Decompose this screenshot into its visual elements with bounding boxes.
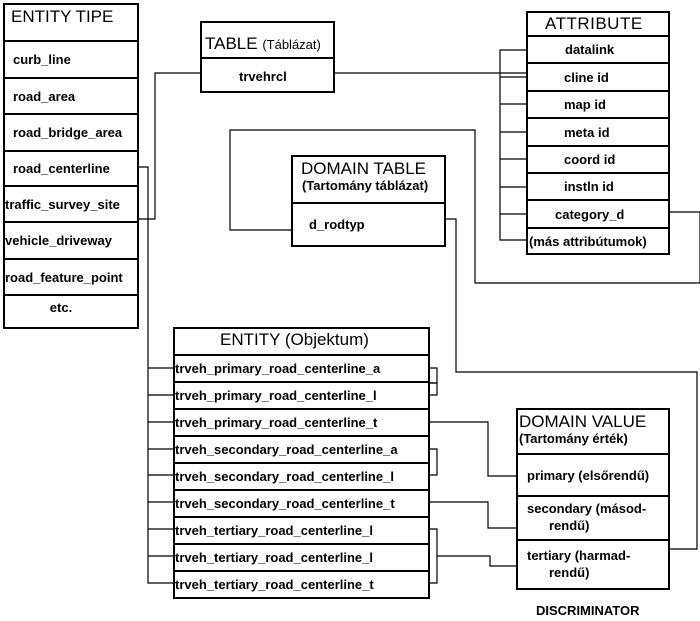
table-title-note: (Táblázat) xyxy=(262,37,321,52)
entity-type-item: road_centerline xyxy=(5,152,137,187)
attribute-item: instln id xyxy=(528,174,668,201)
domain-table-title-main: DOMAIN TABLE xyxy=(301,159,427,178)
attribute-item: cline id xyxy=(528,64,668,92)
entity-item: trveh_secondary_road_centerline_t xyxy=(175,491,428,518)
domain-value-title-note: (Tartomány érték) xyxy=(519,430,628,446)
attribute-box: ATTRIBUTE datalink cline id map id meta … xyxy=(526,11,670,255)
attribute-item: meta id xyxy=(528,119,668,147)
connector-domaintable-loop xyxy=(229,129,700,284)
entity-item: trveh_secondary_road_centerline_l xyxy=(175,464,428,491)
domain-value-line: primary (elsőrendű) xyxy=(527,467,650,483)
table-item: trvehrcl xyxy=(239,68,287,84)
attribute-item: (más attribútumok) xyxy=(529,234,647,249)
entity-type-title: ENTITY TIPE xyxy=(5,5,137,42)
entity-type-item: road_area xyxy=(5,79,137,115)
entity-item: trveh_tertiary_road_centerline_l xyxy=(175,518,428,545)
entity-item: trveh_tertiary_road_centerline_l xyxy=(175,545,428,572)
domain-table-title-note: (Tartomány táblázat) xyxy=(302,177,429,193)
domain-value-item: secondary (másod- rendű) xyxy=(518,497,668,541)
domain-value-line: rendű) xyxy=(549,518,590,533)
entity-item: trveh_primary_road_centerline_t xyxy=(175,410,428,437)
domain-table-item: d_rodtyp xyxy=(309,216,365,232)
entity-type-box: ENTITY TIPE curb_line road_area road_bri… xyxy=(3,3,139,329)
domain-table-box: DOMAIN TABLE (Tartomány táblázat) d_rodt… xyxy=(291,155,446,247)
domain-value-line: secondary (másod- xyxy=(527,501,647,517)
domain-value-item: primary (elsőrendű) xyxy=(518,455,668,497)
entity-type-item: traffic_survey_site xyxy=(5,187,137,223)
domain-value-line: rendű) xyxy=(549,564,590,580)
table-title-main: TABLE xyxy=(205,34,258,53)
entity-type-item: road_bridge_area xyxy=(5,115,137,152)
entity-type-item: road_feature_point xyxy=(5,260,137,296)
table-title: TABLE (Táblázat) xyxy=(202,23,333,59)
domain-value-line: tertiary (harmad- xyxy=(527,547,631,563)
domain-value-item: tertiary (harmad- rendű) xyxy=(518,541,668,588)
domain-value-box: DOMAIN VALUE (Tartomány érték) primary (… xyxy=(516,408,670,590)
attribute-item: coord id xyxy=(528,147,668,174)
entity-item: trveh_tertiary_road_centerline_t xyxy=(175,577,374,592)
connector-attribute-bracket xyxy=(499,49,528,241)
entity-title: ENTITY (Objektum) xyxy=(175,329,428,356)
connector-secondary-group xyxy=(428,448,438,476)
attribute-title: ATTRIBUTE xyxy=(528,13,668,37)
attribute-item: map id xyxy=(528,92,668,119)
entity-type-item: curb_line xyxy=(5,42,137,79)
connector-centerline-entities xyxy=(138,166,175,584)
entity-box: ENTITY (Objektum) trveh_primary_road_cen… xyxy=(173,327,430,599)
domain-value-title-main: DOMAIN VALUE xyxy=(519,412,647,431)
connector-entitytype-table xyxy=(138,72,202,220)
domain-value-title: DOMAIN VALUE (Tartomány érték) xyxy=(518,410,668,455)
discriminator-caption: DISCRIMINATOR xyxy=(536,603,640,618)
entity-type-item: etc. xyxy=(49,299,73,315)
entity-item: trveh_primary_road_centerline_a xyxy=(175,356,428,383)
entity-type-item: vehicle_driveway xyxy=(5,223,137,260)
attribute-item: category_d xyxy=(528,201,668,229)
entity-item: trveh_primary_road_centerline_l xyxy=(175,383,428,410)
table-box: TABLE (Táblázat) trvehrcl xyxy=(200,21,335,93)
entity-item: trveh_secondary_road_centerline_a xyxy=(175,437,428,464)
domain-table-title: DOMAIN TABLE (Tartomány táblázat) xyxy=(293,157,444,204)
connector-domaintable-discriminator xyxy=(445,218,698,550)
attribute-item: datalink xyxy=(528,37,668,64)
